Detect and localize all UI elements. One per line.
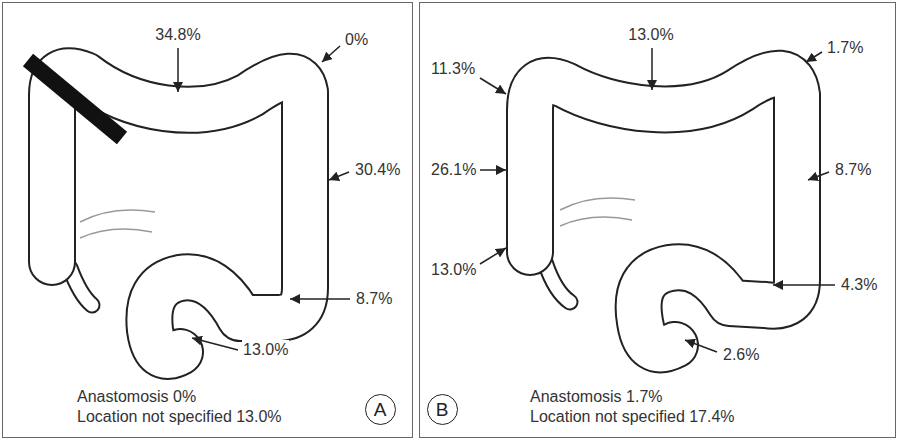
percentage-label: 1.7%: [826, 38, 864, 57]
leader-arrow: [192, 338, 238, 350]
leader-arrow: [685, 340, 717, 352]
percentage-label: 8.7%: [355, 289, 393, 308]
appendix-fill: [545, 262, 570, 302]
percentage-label: 34.8%: [154, 25, 201, 44]
panel-note: Location not specified 13.0%: [77, 407, 282, 426]
colon-outline: [530, 74, 797, 350]
colon-b: [530, 74, 797, 350]
colon-a: [28, 46, 350, 356]
percentage-label: 30.4%: [354, 160, 401, 179]
leader-arrow: [808, 172, 829, 180]
panel-note: Anastomosis 0%: [77, 387, 196, 406]
appendix-outline: [70, 268, 92, 305]
percentage-label: 2.6%: [722, 345, 760, 364]
panel-note: Location not specified 17.4%: [530, 407, 735, 426]
resection-bar: [28, 60, 122, 138]
panel-letter-circle: B: [427, 394, 458, 425]
leader-arrow: [773, 284, 835, 286]
panel-frame: Anastomosis 1.7%Location not specified 1…: [419, 2, 896, 438]
panel-letter: A: [374, 400, 387, 419]
leader-arrow: [806, 52, 822, 62]
percentage-label: 13.0%: [627, 25, 674, 44]
ileum-line: [80, 210, 155, 222]
appendix-fill: [70, 268, 92, 305]
ileum-line: [80, 229, 152, 238]
leader-arrow: [480, 248, 506, 264]
leader-arrow: [480, 169, 506, 171]
percentage-label: 11.3%: [430, 59, 476, 78]
leader-arrow: [177, 48, 179, 92]
percentage-label: 13.0%: [430, 260, 477, 279]
percentage-label: 4.3%: [840, 275, 878, 294]
ileum-line: [560, 217, 632, 226]
panel-note: Anastomosis 1.7%: [530, 387, 663, 406]
leaders-b: [480, 48, 835, 352]
percentage-label: 13.0%: [242, 340, 289, 359]
leader-arrow: [480, 78, 506, 94]
percentage-label: 0%: [344, 30, 369, 49]
panel-frame: Anastomosis 0%Location not specified 13.…: [2, 2, 413, 438]
percentage-label: 26.1%: [430, 160, 477, 179]
leader-arrow: [290, 298, 350, 300]
leader-arrow: [329, 172, 349, 180]
colon-fill: [530, 74, 797, 350]
percentage-label: 8.7%: [834, 160, 872, 179]
panel-letter-circle: A: [365, 394, 396, 425]
ileum-line: [560, 198, 635, 210]
appendix-outline: [545, 262, 570, 302]
panel-letter: B: [436, 400, 449, 419]
leader-arrow: [651, 48, 653, 90]
leader-arrow: [322, 46, 340, 62]
